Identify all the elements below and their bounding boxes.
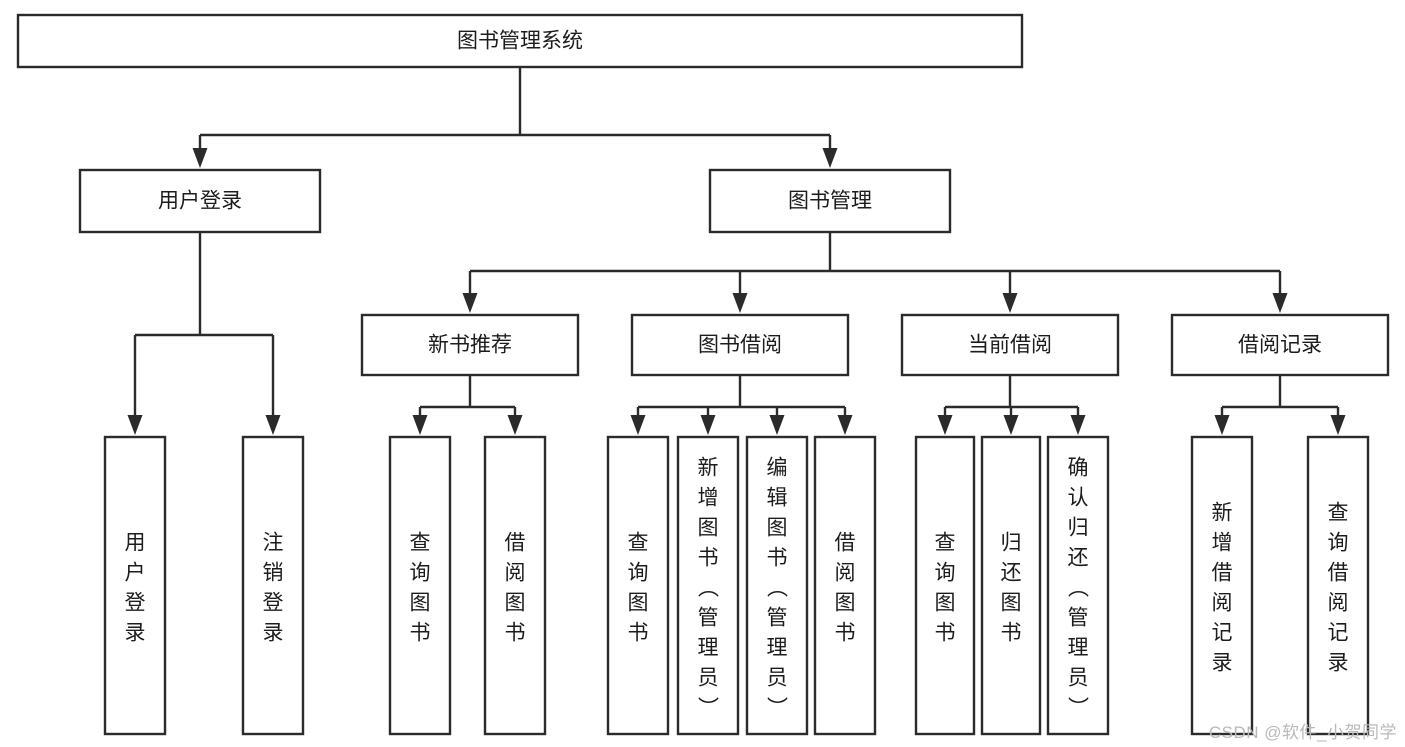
node-label: 图书管理 — [788, 190, 872, 213]
node-box[interactable] — [1170, 313, 1390, 377]
node-label: 查询图书 — [410, 532, 431, 645]
node-label: 确认归还（管理员） — [1068, 457, 1090, 720]
connector-bus-root — [192, 67, 838, 168]
arrow-head-icon — [769, 415, 785, 435]
node-box[interactable] — [360, 313, 580, 377]
connector-layer — [127, 67, 1346, 435]
node-box[interactable] — [103, 435, 167, 736]
arrow-head-icon — [192, 148, 208, 168]
node-leaf-borrow-borrow-book[interactable]: 借阅图书 — [813, 435, 877, 736]
arrow-head-icon — [937, 415, 953, 435]
node-box[interactable] — [388, 435, 452, 736]
node-box[interactable] — [483, 435, 547, 736]
node-leaf-cur-return-book[interactable]: 归还图书 — [980, 435, 1042, 736]
node-leaf-rec-query-book[interactable]: 查询图书 — [388, 435, 452, 736]
node-leaf-rec-query-record[interactable]: 查询借阅记录 — [1306, 435, 1370, 736]
node-new-book-rec[interactable]: 新书推荐 — [360, 313, 580, 377]
arrow-head-icon — [412, 415, 428, 435]
node-layer: 图书管理系统用户登录图书管理新书推荐图书借阅当前借阅借阅记录用户登录注销登录查询… — [16, 13, 1390, 736]
connector-bus-new-book-rec — [412, 375, 523, 435]
node-user-login[interactable]: 用户登录 — [78, 168, 322, 234]
node-label: 图书管理系统 — [457, 30, 583, 53]
node-box[interactable] — [78, 168, 322, 234]
node-borrow-record[interactable]: 借阅记录 — [1170, 313, 1390, 377]
arrow-head-icon — [1272, 293, 1288, 313]
node-box[interactable] — [1190, 435, 1254, 736]
arrow-head-icon — [265, 415, 281, 435]
arrow-head-icon — [462, 293, 478, 313]
node-leaf-borrow-edit-book[interactable]: 编辑图书（管理员） — [745, 435, 809, 736]
arrow-head-icon — [1003, 415, 1019, 435]
arrow-head-icon — [700, 415, 716, 435]
node-box[interactable] — [676, 435, 740, 736]
node-leaf-rec-add-record[interactable]: 新增借阅记录 — [1190, 435, 1254, 736]
node-leaf-rec-borrow-book[interactable]: 借阅图书 — [483, 435, 547, 736]
node-box[interactable] — [914, 435, 976, 736]
node-box[interactable] — [630, 313, 850, 377]
node-label: 查询借阅记录 — [1328, 502, 1349, 675]
node-leaf-user-logout[interactable]: 注销登录 — [241, 435, 305, 736]
connector-bus-borrow-record — [1214, 375, 1346, 435]
connector-bus-current-borrow — [937, 375, 1086, 435]
node-label: 注销登录 — [263, 532, 284, 645]
node-label: 用户登录 — [158, 190, 242, 213]
node-box[interactable] — [1046, 435, 1110, 736]
node-leaf-cur-query-book[interactable]: 查询图书 — [914, 435, 976, 736]
node-label: 编辑图书（管理员） — [767, 457, 789, 720]
node-label: 借阅图书 — [835, 532, 856, 645]
node-box[interactable] — [606, 435, 670, 736]
node-root[interactable]: 图书管理系统 — [16, 13, 1024, 69]
node-book-manage[interactable]: 图书管理 — [708, 168, 952, 234]
arrow-head-icon — [1070, 415, 1086, 435]
arrow-head-icon — [822, 148, 838, 168]
csdn-watermark: CSDN @软件_小贺同学 — [1208, 723, 1397, 742]
node-label: 借阅记录 — [1238, 334, 1322, 357]
node-box[interactable] — [241, 435, 305, 736]
arrow-head-icon — [1214, 415, 1230, 435]
node-leaf-cur-confirm-return[interactable]: 确认归还（管理员） — [1046, 435, 1110, 736]
arrow-head-icon — [127, 415, 143, 435]
connector-bus-book-borrow — [630, 375, 853, 435]
node-label: 借阅图书 — [505, 532, 526, 645]
node-label: 新增图书（管理员） — [698, 457, 720, 720]
node-label: 归还图书 — [1001, 532, 1022, 645]
node-label: 新书推荐 — [428, 334, 512, 357]
node-label: 用户登录 — [125, 532, 146, 645]
arrow-head-icon — [1330, 415, 1346, 435]
node-label: 新增借阅记录 — [1212, 502, 1233, 675]
node-box[interactable] — [16, 13, 1024, 69]
node-label: 图书借阅 — [698, 334, 782, 357]
node-box[interactable] — [813, 435, 877, 736]
arrow-head-icon — [507, 415, 523, 435]
node-book-borrow[interactable]: 图书借阅 — [630, 313, 850, 377]
arrow-head-icon — [1002, 293, 1018, 313]
node-box[interactable] — [900, 313, 1120, 377]
node-box[interactable] — [745, 435, 809, 736]
node-current-borrow[interactable]: 当前借阅 — [900, 313, 1120, 377]
node-label: 查询图书 — [628, 532, 649, 645]
node-leaf-borrow-query-book[interactable]: 查询图书 — [606, 435, 670, 736]
node-leaf-borrow-add-book[interactable]: 新增图书（管理员） — [676, 435, 740, 736]
node-label: 当前借阅 — [968, 334, 1052, 357]
arrow-head-icon — [732, 293, 748, 313]
node-box[interactable] — [708, 168, 952, 234]
node-leaf-user-login[interactable]: 用户登录 — [103, 435, 167, 736]
node-box[interactable] — [980, 435, 1042, 736]
node-label: 查询图书 — [935, 532, 956, 645]
connector-bus-book-manage — [462, 232, 1288, 313]
arrow-head-icon — [837, 415, 853, 435]
node-box[interactable] — [1306, 435, 1370, 736]
connector-bus-user-login — [127, 232, 281, 435]
arrow-head-icon — [630, 415, 646, 435]
